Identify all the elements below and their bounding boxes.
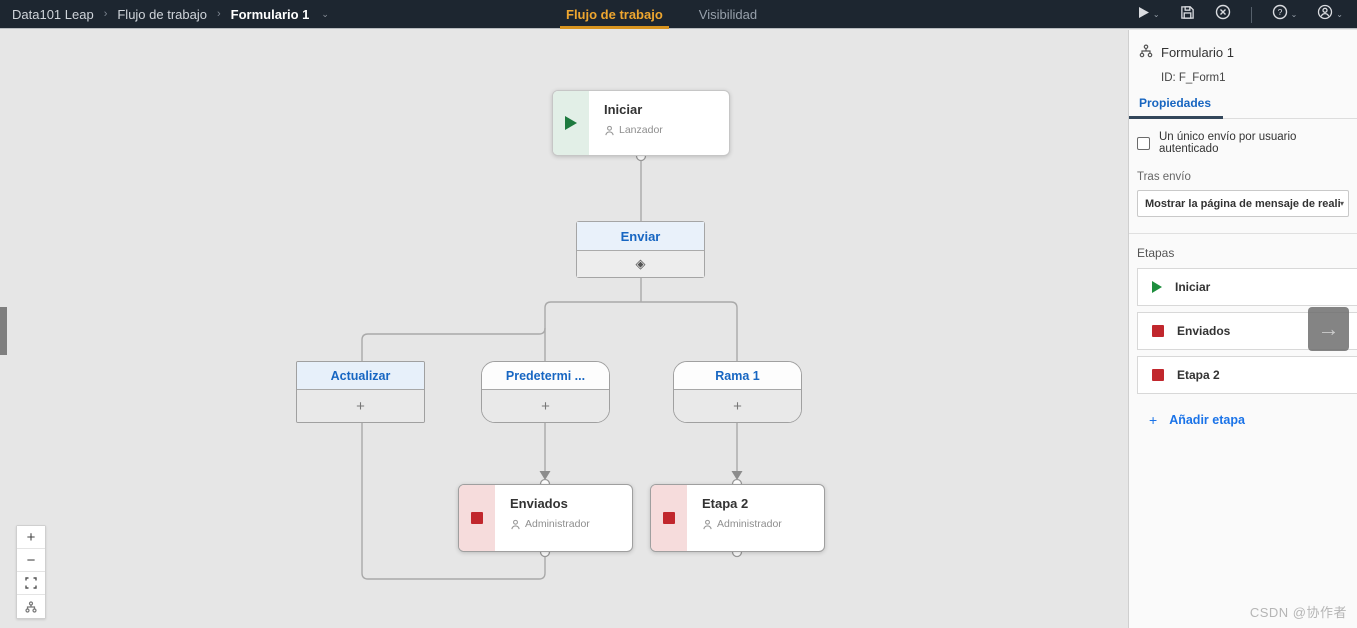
play-icon <box>565 116 577 130</box>
add-step-button[interactable]: + <box>297 390 424 422</box>
svg-text:?: ? <box>1277 7 1282 17</box>
account-button[interactable]: ⌄ <box>1311 4 1349 25</box>
panel-tabs: Propiedades <box>1129 96 1357 119</box>
single-submission-checkbox[interactable] <box>1137 136 1150 150</box>
add-step-button[interactable]: + <box>674 390 801 422</box>
node-subtitle: Administrador <box>525 518 590 530</box>
branch-title: Rama 1 <box>674 362 801 390</box>
select-value: Mostrar la página de mensaje de realizad… <box>1145 197 1340 210</box>
stage-square-icon <box>1152 369 1164 381</box>
after-send-label: Tras envío <box>1137 171 1191 183</box>
topbar-tabs: Flujo de trabajo Visibilidad <box>560 0 763 29</box>
top-bar: Data101 Leap › Flujo de trabajo › Formul… <box>0 0 1357 29</box>
tab-propiedades[interactable]: Propiedades <box>1129 96 1224 119</box>
workflow-canvas[interactable]: Iniciar Lanzador Enviar ◈ Actualizar + P… <box>0 30 1128 628</box>
hierarchy-icon <box>1139 44 1153 61</box>
node-icon-strip <box>459 485 495 551</box>
breadcrumb: Data101 Leap › Flujo de trabajo › Formul… <box>0 7 329 22</box>
save-button[interactable] <box>1174 5 1201 25</box>
fit-screen-button[interactable] <box>17 572 45 595</box>
node-subtitle: Administrador <box>717 518 782 530</box>
node-iniciar[interactable]: Iniciar Lanzador <box>552 90 730 156</box>
etapa-row-iniciar[interactable]: Iniciar <box>1137 268 1357 306</box>
zoom-out-button[interactable]: − <box>17 549 45 572</box>
branch-actualizar[interactable]: Actualizar + <box>296 361 425 423</box>
node-icon-strip <box>651 485 687 551</box>
node-title: Enviados <box>510 496 568 511</box>
arrow-right-icon: → <box>1317 316 1340 341</box>
topbar-actions: ⌄ ? ⌄ ⌄ <box>1131 0 1349 29</box>
diamond-icon[interactable]: ◈ <box>577 251 704 277</box>
plus-icon: + <box>1149 412 1158 428</box>
person-icon <box>702 519 713 530</box>
tab-visibilidad[interactable]: Visibilidad <box>698 7 758 22</box>
divider <box>1129 233 1357 234</box>
play-icon <box>1137 6 1150 24</box>
breadcrumb-workflow[interactable]: Flujo de trabajo <box>117 6 207 22</box>
left-panel-collapse-handle[interactable] <box>0 307 7 355</box>
chevron-down-icon: ⌄ <box>1290 10 1298 19</box>
run-button[interactable]: ⌄ <box>1131 6 1166 24</box>
watermark: CSDN @协作者 <box>1249 605 1347 620</box>
stage-square-icon <box>663 512 675 524</box>
etapa-row-etapa-2[interactable]: Etapa 2 <box>1137 356 1357 394</box>
node-enviados[interactable]: Enviados Administrador <box>458 484 633 552</box>
account-icon <box>1317 4 1333 25</box>
drag-arrow-overlay[interactable]: → <box>1308 307 1349 351</box>
form-id: ID: F_Form1 <box>1161 72 1226 84</box>
help-button[interactable]: ? ⌄ <box>1266 4 1304 25</box>
chevron-down-icon: ⌄ <box>1152 10 1160 19</box>
single-submission-row: Un único envío por usuario autenticado <box>1137 131 1349 155</box>
stage-square-icon <box>471 512 483 524</box>
divider <box>1250 6 1252 23</box>
add-etapa-button[interactable]: + Añadir etapa <box>1149 412 1245 428</box>
etapas-section-label: Etapas <box>1137 246 1175 260</box>
properties-panel: Formulario 1 ID: F_Form1 Propiedades Un … <box>1128 30 1357 628</box>
breadcrumb-form[interactable]: Formulario 1 <box>230 6 310 22</box>
branch-rama-1[interactable]: Rama 1 + <box>673 361 802 423</box>
layout-tree-button[interactable] <box>17 595 45 618</box>
checkbox-label: Un único envío por usuario autenticado <box>1159 131 1297 155</box>
branch-title: Actualizar <box>297 362 424 390</box>
close-icon <box>1215 4 1231 25</box>
after-send-select[interactable]: Mostrar la página de mensaje de realizad… <box>1137 190 1349 217</box>
node-title: Iniciar <box>604 102 643 117</box>
node-etapa-2[interactable]: Etapa 2 Administrador <box>650 484 825 552</box>
canvas-zoom-controls: + − <box>16 525 46 619</box>
chevron-down-icon[interactable]: ⌄ <box>321 8 329 19</box>
chevron-down-icon: ▾ <box>1339 199 1344 208</box>
node-title: Enviar <box>577 222 704 251</box>
breadcrumb-separator-icon: › <box>216 8 221 20</box>
node-icon-strip <box>553 91 589 155</box>
node-subtitle: Lanzador <box>619 124 663 136</box>
node-title: Etapa 2 <box>702 496 749 511</box>
branch-predeterminado[interactable]: Predetermi ... + <box>481 361 610 423</box>
add-step-button[interactable]: + <box>482 390 609 422</box>
tab-flujo-de-trabajo[interactable]: Flujo de trabajo <box>560 0 669 29</box>
chevron-down-icon: ⌄ <box>1336 10 1343 19</box>
person-icon <box>604 125 615 136</box>
stage-square-icon <box>1152 325 1164 337</box>
person-icon <box>510 519 521 530</box>
node-enviar[interactable]: Enviar ◈ <box>576 221 705 278</box>
help-icon: ? <box>1272 4 1288 25</box>
play-icon <box>1152 281 1162 293</box>
breadcrumb-app[interactable]: Data101 Leap <box>12 6 94 22</box>
save-icon <box>1180 5 1195 25</box>
zoom-in-button[interactable]: + <box>17 526 45 549</box>
panel-title: Formulario 1 <box>1161 45 1234 60</box>
breadcrumb-separator-icon: › <box>103 8 108 20</box>
branch-title: Predetermi ... <box>482 362 609 390</box>
close-button[interactable] <box>1209 4 1237 25</box>
